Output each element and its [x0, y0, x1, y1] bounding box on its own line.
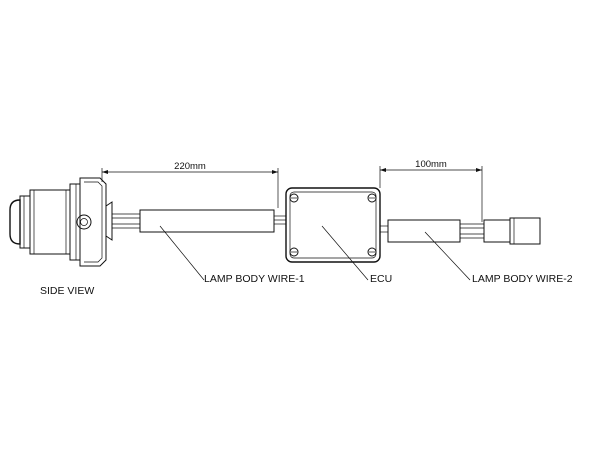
- dimension-wire-1: 220mm: [101, 161, 279, 208]
- dimension-wire-2-label: 100mm: [415, 159, 447, 170]
- leader-lines: [159, 225, 471, 281]
- ecu-box: [285, 187, 381, 263]
- wire-2-label: LAMP BODY WIRE-2: [472, 273, 573, 285]
- lamp-body-wire-1: [112, 209, 286, 233]
- ecu-label: ECU: [370, 273, 392, 285]
- lamp-head: [9, 177, 113, 267]
- dimension-wire-1-label: 220mm: [174, 161, 206, 172]
- wire-1-label: LAMP BODY WIRE-1: [204, 273, 305, 285]
- dimension-wire-2: 100mm: [379, 159, 483, 222]
- screw-icon: [289, 193, 377, 257]
- lamp-body-wire-2: [380, 217, 541, 245]
- side-view-label: SIDE VIEW: [40, 285, 94, 297]
